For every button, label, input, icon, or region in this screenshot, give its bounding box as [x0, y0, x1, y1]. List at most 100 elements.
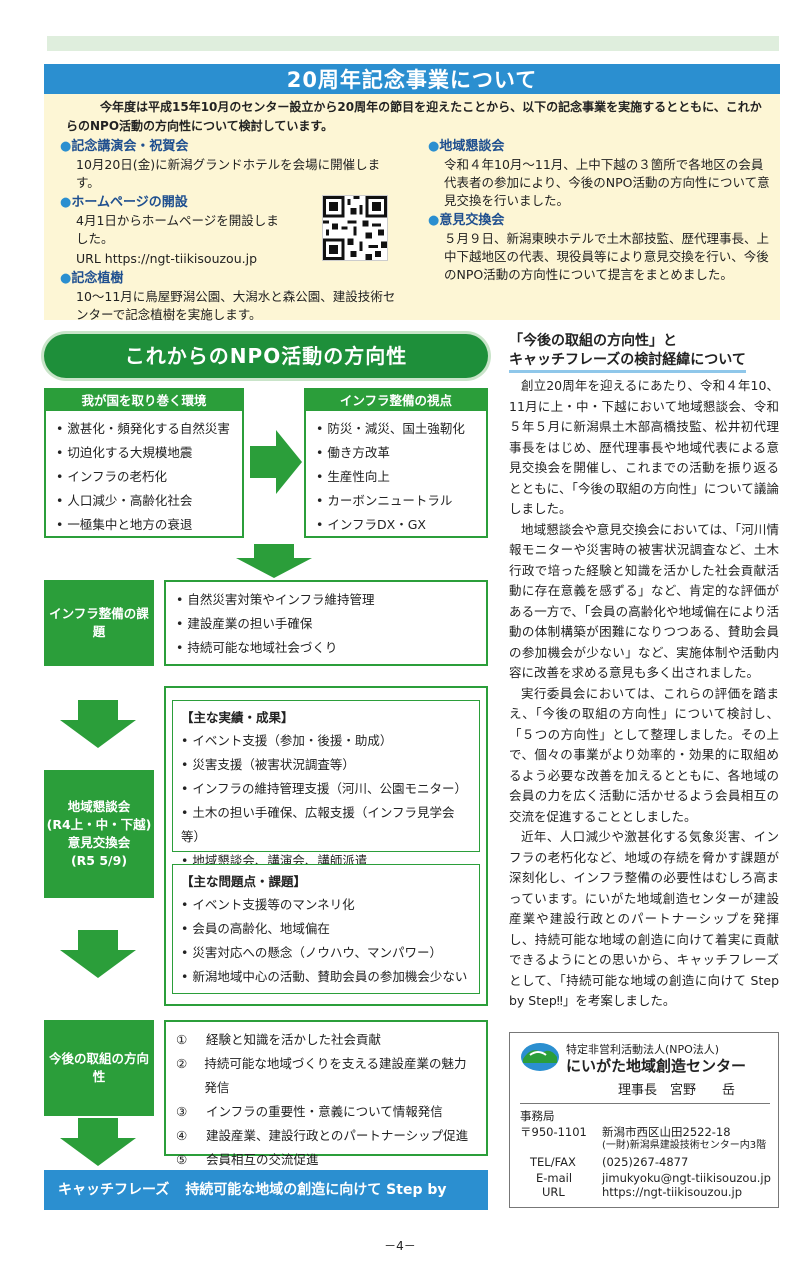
- item-title: ●記念植樹: [60, 271, 124, 286]
- results-head: 【主な実績・成果】: [181, 710, 294, 725]
- direction-label: 今後の取組の方向性: [44, 1020, 154, 1116]
- item-body: 10月20日(金)に新潟グランドホテルを会場に開催します。: [76, 157, 381, 190]
- top-strip: [47, 36, 779, 51]
- list-item: 生産性向上: [316, 465, 476, 489]
- url-link[interactable]: https://ngt-tiikisouzou.jp: [602, 1185, 743, 1199]
- list-item: イベント支援（参加・後援・助成）: [181, 729, 471, 753]
- meeting-label-line: 地域懇談会: [67, 799, 131, 814]
- direction-number: ⑤: [176, 1152, 188, 1167]
- list-item: インフラの老朽化: [56, 465, 232, 489]
- meeting-label-line: (R4上・中・下越): [46, 817, 152, 832]
- paragraph: 近年、人口減少や激甚化する気象災害、インフラの老朽化など、地域の存続を脅かす課題…: [509, 829, 779, 1008]
- anniversary-intro: 今年度は平成15年10月のセンター設立から20周年の節目を迎えたことから、以下の…: [66, 100, 762, 133]
- item-body: ５月９日、新潟東映ホテルで土木部技監、歴代理事長、上中下越地区の代表、現役員等に…: [444, 231, 770, 282]
- right-title-line: キャッチフレーズの検討経緯について: [509, 351, 746, 373]
- anniversary-section: 20周年記念事業について 今年度は平成15年10月のセンター設立から20周年の節…: [44, 64, 780, 322]
- direction-text: 会員相互の交流促進: [206, 1152, 319, 1167]
- organization-name: にいがた地域創造センター: [566, 1057, 747, 1075]
- direction-item: ③ インフラの重要性・意義について情報発信: [176, 1100, 476, 1124]
- infra-viewpoint-box: インフラ整備の視点 防災・減災、国土強靭化 働き方改革 生産性向上 カーボンニュ…: [304, 388, 488, 538]
- arrow-down-icon: [60, 930, 136, 978]
- arrow-down-icon: [236, 544, 312, 578]
- direction-item: ⑤ 会員相互の交流促進: [176, 1148, 476, 1172]
- list-item: 持続可能な地域社会づくり: [176, 636, 476, 660]
- right-column-body: 創立20周年を迎えるにあたり、令和４年10、11月に上・中・下越において地域懇談…: [509, 376, 779, 1012]
- catchphrase-banner: キャッチフレーズ持続可能な地域の創造に向けて Step by Step‼: [44, 1170, 488, 1238]
- tel-label: TEL/FAX: [530, 1155, 576, 1169]
- anniversary-right-column: ●地域懇談会 令和４年10月～11月、上中下越の３箇所で各地区の会員代表者の参加…: [428, 138, 772, 286]
- organization-type: 特定非営利活動法人(NPO法人): [566, 1043, 720, 1056]
- url-label: URL: [542, 1185, 565, 1199]
- qr-code-icon[interactable]: [322, 195, 388, 261]
- issues-box: 自然災害対策やインフラ維持管理 建設産業の担い手確保 持続可能な地域社会づくり: [164, 580, 488, 666]
- direction-number: ③: [176, 1104, 188, 1119]
- paragraph: 地域懇談会や意見交換会においては、「河川情報モニターや災害時の被害状況調査など、…: [509, 521, 779, 681]
- list-item: インフラDX・GX: [316, 513, 476, 537]
- environment-box: 我が国を取り巻く環境 激甚化・頻発化する自然災害 切迫化する大規模地震 インフラ…: [44, 388, 244, 538]
- office-label: 事務局: [520, 1109, 555, 1123]
- direction-text: 持続可能な地域づくりを支える建設産業の魅力発信: [204, 1056, 467, 1095]
- direction-text: 建設産業、建設行政とのパートナーシップ促進: [206, 1128, 469, 1143]
- list-item: カーボンニュートラル: [316, 489, 476, 513]
- address-detail: (一財)新潟県建設技術センター内3階: [602, 1140, 767, 1151]
- organization-info-box: 特定非営利活動法人(NPO法人) にいがた地域創造センター 理事長 宮野 岳 事…: [509, 1032, 779, 1208]
- meeting-label: 地域懇談会 (R4上・中・下越) 意見交換会 (R5 5/9): [44, 770, 154, 898]
- email-link[interactable]: jimukyoku@ngt-tiikisouzou.jp: [602, 1171, 771, 1185]
- list-item: 新潟地域中心の活動、賛助会員の参加機会少ない: [181, 965, 471, 989]
- item-body: 10～11月に鳥屋野潟公園、大潟水と森公園、建設技術センターで記念植樹を実施しま…: [76, 289, 396, 322]
- homepage-url[interactable]: URL https://ngt-tiikisouzou.jp: [76, 251, 257, 266]
- environment-list: 激甚化・頻発化する自然災害 切迫化する大規模地震 インフラの老朽化 人口減少・高…: [46, 411, 242, 543]
- list-item: 働き方改革: [316, 441, 476, 465]
- list-item: 土木の担い手確保、広報支援（インフラ見学会等）: [181, 801, 471, 849]
- organization-chief: 理事長 宮野 岳: [618, 1083, 736, 1098]
- right-column-title: 「今後の取組の方向性」と キャッチフレーズの検討経緯について: [509, 332, 779, 373]
- item-body: 4月1日からホームページを開設しました。: [76, 213, 279, 246]
- list-item: 建設産業の担い手確保: [176, 612, 476, 636]
- catchphrase-text: 持続可能な地域の創造に向けて Step by Step‼: [58, 1182, 447, 1238]
- environment-title: 我が国を取り巻く環境: [46, 390, 242, 411]
- problems-head: 【主な問題点・課題】: [181, 874, 307, 889]
- direction-number: ④: [176, 1128, 188, 1143]
- npo-direction-title: これからのNPO活動の方向性: [44, 334, 488, 378]
- item-title: ●地域懇談会: [428, 139, 505, 154]
- arrow-down-icon: [60, 700, 136, 748]
- organization-logo-icon: [521, 1043, 559, 1071]
- results-box: 【主な実績・成果】 イベント支援（参加・後援・助成） 災害支援（被害状況調査等）…: [172, 700, 480, 868]
- anniversary-left-column: ●記念講演会・祝賀会 10月20日(金)に新潟グランドホテルを会場に開催します。…: [60, 138, 400, 326]
- infra-viewpoint-title: インフラ整備の視点: [306, 390, 486, 411]
- list-item: 人口減少・高齢化社会: [56, 489, 232, 513]
- paragraph: 実行委員会においては、これらの評価を踏まえ、「今後の取組の方向性」について検討し…: [509, 685, 779, 824]
- list-item: 災害支援（被害状況調査等）: [181, 753, 471, 777]
- address: 新潟市西区山田2522-18: [602, 1125, 731, 1139]
- direction-item: ④ 建設産業、建設行政とのパートナーシップ促進: [176, 1124, 476, 1148]
- meeting-label-line: 意見交換会: [67, 835, 131, 850]
- list-item: 切迫化する大規模地震: [56, 441, 232, 465]
- paragraph: 創立20周年を迎えるにあたり、令和４年10、11月に上・中・下越において地域懇談…: [509, 378, 779, 516]
- divider: [520, 1103, 770, 1104]
- arrow-right-icon: [250, 430, 302, 494]
- email-label: E-mail: [536, 1171, 573, 1185]
- item-title: ●ホームページの開設: [60, 195, 188, 210]
- list-item: 防災・減災、国土強靭化: [316, 417, 476, 441]
- infra-viewpoint-list: 防災・減災、国土強靭化 働き方改革 生産性向上 カーボンニュートラル インフラD…: [306, 411, 486, 543]
- list-item: 激甚化・頻発化する自然災害: [56, 417, 232, 441]
- direction-text: 経験と知識を活かした社会貢献: [206, 1032, 382, 1047]
- anniversary-title: 20周年記念事業について: [44, 66, 780, 94]
- right-title-line: 「今後の取組の方向性」と: [509, 333, 677, 349]
- tel-value: (025)267-4877: [602, 1155, 689, 1169]
- catchphrase-label: キャッチフレーズ: [58, 1182, 170, 1198]
- page-number: －4－: [384, 1239, 416, 1253]
- problems-box: 【主な問題点・課題】 イベント支援等のマンネリ化 会員の高齢化、地域偏在 災害対…: [172, 864, 480, 994]
- issues-label: インフラ整備の課題: [44, 580, 154, 666]
- direction-item: ① 経験と知識を活かした社会貢献: [176, 1028, 476, 1052]
- item-body: 令和４年10月～11月、上中下越の３箇所で各地区の会員代表者の参加により、今後の…: [444, 157, 770, 208]
- list-item: 自然災害対策やインフラ維持管理: [176, 588, 476, 612]
- direction-text: インフラの重要性・意義について情報発信: [206, 1104, 443, 1119]
- direction-number: ①: [176, 1032, 188, 1047]
- zip-code: 〒950-1101: [520, 1125, 587, 1139]
- item-title: ●記念講演会・祝賀会: [60, 139, 189, 154]
- meeting-label-line: (R5 5/9): [70, 853, 128, 868]
- list-item: イベント支援等のマンネリ化: [181, 893, 471, 917]
